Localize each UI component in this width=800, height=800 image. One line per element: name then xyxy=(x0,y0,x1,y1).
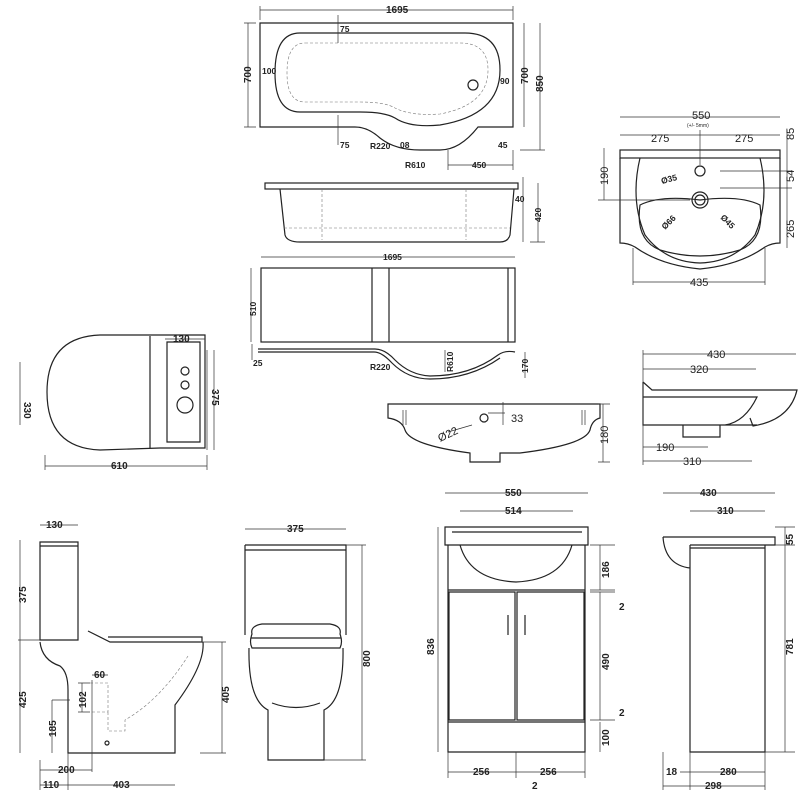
dim-label: 850 xyxy=(535,75,546,92)
dim-label: 450 xyxy=(472,160,486,170)
dim-label: 800 xyxy=(362,650,373,667)
dim-label: 265 xyxy=(785,220,797,238)
dim-label: R220 xyxy=(370,362,391,372)
dim-label: 280 xyxy=(720,767,737,778)
dim-label: 170 xyxy=(520,359,530,373)
dim-label: 330 xyxy=(21,402,32,419)
dim-label: 420 xyxy=(533,208,543,222)
dim-label: 130 xyxy=(173,334,190,345)
dim-label: 18 xyxy=(666,767,678,778)
dim-label: 375 xyxy=(287,524,304,535)
dim-label: 510 xyxy=(248,302,258,316)
dim-label: 490 xyxy=(601,653,612,670)
dim-label: Ø22 xyxy=(436,425,460,445)
dim-label: 102 xyxy=(78,691,89,708)
dim-label: 700 xyxy=(520,67,531,84)
dim-label: 375 xyxy=(209,389,220,406)
dim-label: 55 xyxy=(785,533,796,545)
dim-label: 514 xyxy=(505,506,522,517)
dim-label: 256 xyxy=(540,767,557,778)
dim-label: 1695 xyxy=(386,5,409,16)
dim-label: 40 xyxy=(515,194,525,204)
dim-label: 310 xyxy=(683,456,701,468)
dim-label: 298 xyxy=(705,781,722,792)
dim-label: 186 xyxy=(601,561,612,578)
dim-label: 405 xyxy=(221,686,232,703)
dim-label: Ø66 xyxy=(659,213,678,232)
dim-label: 2 xyxy=(619,602,625,613)
dim-label: 08 xyxy=(400,140,410,150)
dim-label: 1695 xyxy=(383,252,402,262)
toilet-front-view: 375 800 xyxy=(244,524,373,761)
dim-label: 60 xyxy=(94,670,106,681)
dim-label: 130 xyxy=(46,520,63,531)
dim-label: 180 xyxy=(599,426,611,444)
dim-label: 75 xyxy=(340,140,350,150)
dim-label: 425 xyxy=(18,691,29,708)
vanity-front-view: 550 514 186 2 490 2 100 836 256 256 2 xyxy=(426,488,625,792)
dim-label: 200 xyxy=(58,765,75,776)
dim-label: Ø45 xyxy=(719,212,738,231)
bath-panel-view: 1695 510 25 R220 R610 170 xyxy=(248,252,530,380)
dim-label: 90 xyxy=(500,76,510,86)
dim-label: 403 xyxy=(113,780,130,791)
dim-label: 781 xyxy=(785,638,796,655)
bath-side-view: 40 420 xyxy=(264,177,545,243)
dim-label: 836 xyxy=(426,638,437,655)
dim-label: 550 xyxy=(505,488,522,499)
dim-label: 610 xyxy=(111,461,128,472)
dim-label: 190 xyxy=(656,442,674,454)
dim-label: 435 xyxy=(690,277,708,289)
dim-label: 310 xyxy=(717,506,734,517)
dim-label: R610 xyxy=(445,351,455,372)
dim-label: Ø35 xyxy=(660,172,678,186)
dim-label: 33 xyxy=(511,413,523,425)
dim-label: 100 xyxy=(262,66,276,76)
bath-plan-view: 1695 75 700 100 90 700 850 75 R220 08 R6… xyxy=(243,5,546,170)
toilet-side-view: 130 375 425 185 102 60 405 200 110 403 xyxy=(18,520,232,791)
basin-front-view: Ø22 33 180 xyxy=(387,402,611,463)
dim-label: 185 xyxy=(48,720,59,737)
dim-label: 430 xyxy=(700,488,717,499)
dim-label: 85 xyxy=(785,128,797,140)
dim-label: 110 xyxy=(43,780,60,791)
dim-label: 2 xyxy=(532,781,538,792)
dim-label: 2 xyxy=(619,708,625,719)
dim-label: 275 xyxy=(651,133,669,145)
dim-label: 430 xyxy=(707,349,725,361)
dim-label-note: (+/- 5mm) xyxy=(687,123,709,129)
dim-label: 100 xyxy=(601,729,612,746)
toilet-plan-view: 130 330 375 610 xyxy=(19,334,220,472)
dim-label: 550 xyxy=(692,110,710,122)
dim-label: 75 xyxy=(340,24,350,34)
dim-label: R610 xyxy=(405,160,426,170)
basin-side-view: 430 320 190 310 xyxy=(642,349,798,468)
basin-plan-view: 550 (+/- 5mm) 275 275 85 190 54 265 Ø35 … xyxy=(598,110,797,289)
vanity-side-view: 430 310 55 781 18 280 298 xyxy=(662,488,796,792)
dim-label: 275 xyxy=(735,133,753,145)
dim-label: 700 xyxy=(243,66,254,83)
dim-label: 45 xyxy=(498,140,508,150)
dim-label: 190 xyxy=(599,167,611,185)
dim-label: 320 xyxy=(690,364,708,376)
dim-label: R220 xyxy=(370,141,391,151)
dim-label: 256 xyxy=(473,767,490,778)
dim-label: 25 xyxy=(253,358,263,368)
dim-label: 375 xyxy=(18,586,29,603)
dim-label: 54 xyxy=(785,170,797,182)
